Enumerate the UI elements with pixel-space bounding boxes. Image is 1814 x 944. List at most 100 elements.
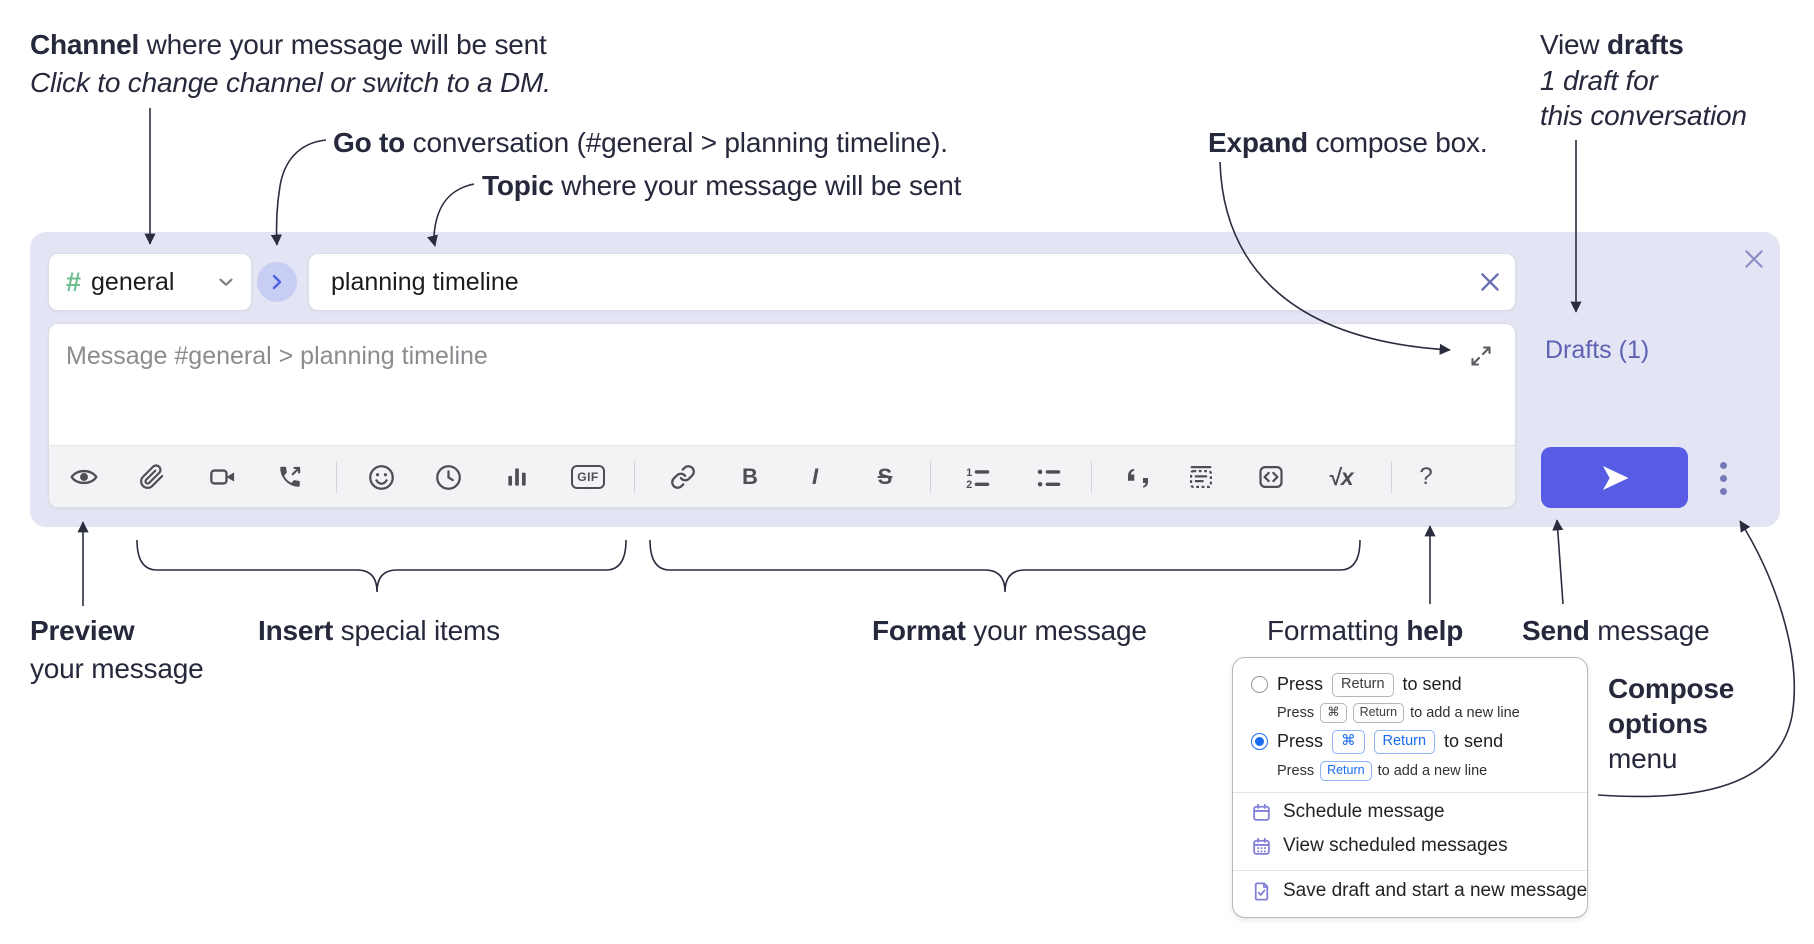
annotation-goto-bold: Go to <box>333 127 406 158</box>
annotation-send: Send message <box>1522 612 1710 650</box>
formula-button[interactable]: √x <box>1321 459 1361 495</box>
annotation-insert-rest: special items <box>333 615 500 646</box>
close-compose-icon[interactable] <box>1740 245 1768 273</box>
blockquote-icon <box>1189 465 1213 489</box>
drafts-link[interactable]: Drafts (1) <box>1545 336 1650 364</box>
audio-call-button[interactable] <box>272 459 308 495</box>
emoji-icon <box>368 464 394 490</box>
option2-subtext: Press Return to add a new line <box>1277 761 1487 781</box>
insert-link-button[interactable] <box>665 459 701 495</box>
annotation-expand-bold: Expand <box>1208 127 1308 158</box>
annotation-preview-line1: Preview <box>30 612 135 650</box>
annotation-insert: Insert special items <box>258 612 500 650</box>
message-input[interactable] <box>49 324 1515 440</box>
menu-item-schedule-message[interactable]: Schedule message <box>1251 801 1445 823</box>
annotation-help: Formatting help <box>1267 612 1463 650</box>
annotation-preview-bold: Preview <box>30 615 135 646</box>
quote-button[interactable] <box>1120 459 1156 495</box>
annotation-send-bold: Send <box>1522 615 1590 646</box>
blockquote-button[interactable] <box>1183 459 1219 495</box>
option1-sub-press: Press <box>1277 704 1315 721</box>
topic-field <box>308 253 1516 311</box>
option-return-to-send[interactable]: Press Return to send <box>1251 673 1462 697</box>
option1-subtext: Press ⌘ Return to add a new line <box>1277 703 1520 723</box>
send-message-button[interactable] <box>1541 447 1688 508</box>
menu-divider <box>1233 870 1587 871</box>
menu-item-label: View scheduled messages <box>1283 835 1508 856</box>
italic-button[interactable]: I <box>797 459 833 495</box>
eye-icon <box>70 469 98 485</box>
annotation-channel-line1: Channel where your message will be sent <box>30 26 547 64</box>
toolbar-divider <box>930 461 931 493</box>
channel-hash-icon: # <box>66 266 82 297</box>
emoji-button[interactable] <box>363 459 399 495</box>
formatting-help-button[interactable]: ? <box>1408 459 1444 495</box>
menu-item-label: Schedule message <box>1283 801 1445 822</box>
draft-document-icon <box>1251 881 1272 902</box>
radio-selected-icon[interactable] <box>1251 733 1268 751</box>
annotation-topic: Topic where your message will be sent <box>482 167 961 205</box>
annotation-goto-rest: conversation (#general > planning timeli… <box>405 127 948 158</box>
annotation-format-rest: your message <box>965 615 1147 646</box>
annotation-expand: Expand compose box. <box>1208 124 1488 162</box>
clear-topic-icon[interactable] <box>1465 269 1515 295</box>
record-video-button[interactable] <box>205 459 241 495</box>
kebab-dot <box>1719 487 1727 495</box>
menu-item-save-draft[interactable]: Save draft and start a new message <box>1251 880 1587 902</box>
brace-insert-group <box>136 539 627 593</box>
question-mark-icon: ? <box>1419 463 1433 490</box>
bold-button[interactable]: B <box>732 459 768 495</box>
goto-conversation-button[interactable] <box>257 262 297 302</box>
annotation-channel-line2: Click to change channel or switch to a D… <box>30 64 551 102</box>
toolbar-divider <box>336 461 337 493</box>
paperclip-icon <box>140 464 164 489</box>
option-cmd-return-to-send[interactable]: Press ⌘ Return to send <box>1251 730 1503 754</box>
compose-options-button[interactable] <box>1705 452 1741 504</box>
strikethrough-icon: S <box>877 464 893 489</box>
cmd-key-chip: ⌘ <box>1320 703 1347 723</box>
annotation-drafts-regular: View <box>1540 29 1607 60</box>
return-key-chip-blue: Return <box>1373 730 1436 754</box>
arrow-to-send <box>1552 519 1564 605</box>
clock-icon <box>435 464 461 490</box>
expand-compose-icon[interactable] <box>1469 344 1493 368</box>
channel-selector[interactable]: # general <box>48 253 252 311</box>
menu-item-label: Save draft and start a new message <box>1283 880 1588 901</box>
option2-sub-tail: to add a new line <box>1377 762 1488 779</box>
quote-icon <box>1128 468 1148 488</box>
annotation-format: Format your message <box>872 612 1147 650</box>
chevron-down-icon <box>215 271 237 293</box>
calendar-icon <box>1251 802 1272 823</box>
create-poll-button[interactable] <box>499 459 535 495</box>
strikethrough-button[interactable]: S <box>867 459 903 495</box>
schedule-clock-button[interactable] <box>430 459 466 495</box>
return-key-chip: Return <box>1332 673 1394 697</box>
toolbar-divider <box>634 461 635 493</box>
bar-chart-icon <box>508 468 526 486</box>
kebab-dot <box>1719 474 1727 482</box>
preview-message-button[interactable] <box>66 459 102 495</box>
formula-icon: √x <box>1328 463 1354 490</box>
option2-press: Press <box>1277 731 1324 752</box>
bullet-list-button[interactable] <box>1030 459 1066 495</box>
annotation-help-regular: Formatting <box>1267 615 1407 646</box>
annotation-drafts-bold: drafts <box>1606 29 1684 60</box>
calendar-grid-icon <box>1251 836 1272 857</box>
annotation-opts-regular: menu <box>1608 743 1678 774</box>
return-key-chip-blue: Return <box>1320 761 1372 781</box>
menu-item-view-scheduled[interactable]: View scheduled messages <box>1251 835 1508 857</box>
svg-text:1: 1 <box>966 466 972 478</box>
toolbar-divider <box>1391 461 1392 493</box>
code-button[interactable] <box>1253 459 1289 495</box>
option2-tail: to send <box>1444 731 1504 752</box>
cmd-key-chip-blue: ⌘ <box>1332 730 1365 754</box>
attach-file-button[interactable] <box>134 459 170 495</box>
annotation-insert-bold: Insert <box>258 615 334 646</box>
topic-input[interactable] <box>309 267 1465 297</box>
option2-sub-press: Press <box>1277 762 1315 779</box>
gif-button[interactable]: GIF <box>568 459 608 495</box>
radio-unselected-icon[interactable] <box>1251 676 1268 694</box>
